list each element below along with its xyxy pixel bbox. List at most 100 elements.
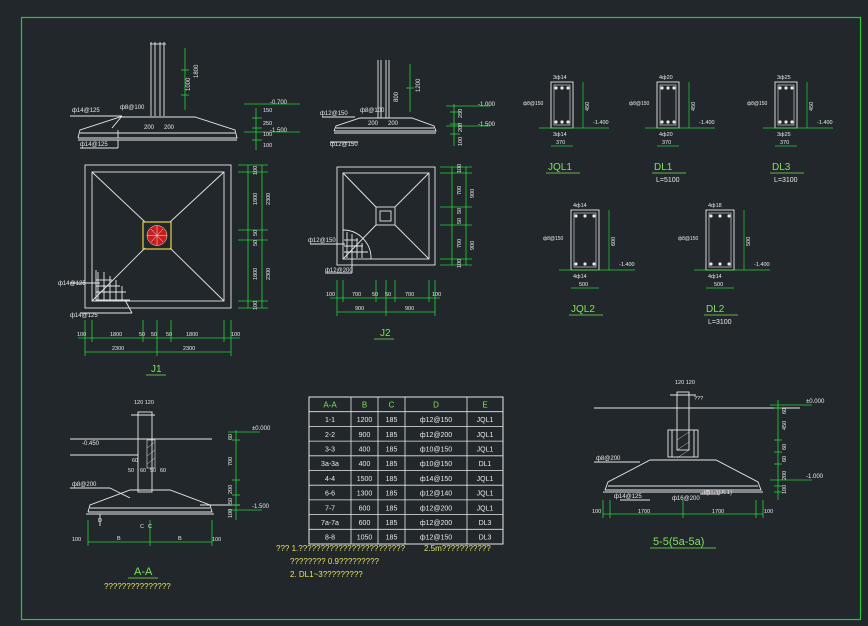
- beam-width: 370: [662, 140, 671, 146]
- j2-bdim-1: 700: [352, 292, 361, 298]
- beam-stirrups: ф8@150: [543, 236, 564, 242]
- j2-bdim-5: 100: [432, 292, 441, 298]
- beam-stirrup: [708, 212, 732, 268]
- j1-title: J1: [151, 364, 162, 375]
- beam-stirrups: ф8@150: [678, 236, 699, 242]
- table-cell: ф12@150: [420, 417, 452, 424]
- j2-rebar-bot: ф12@150: [330, 142, 358, 148]
- table-header-cell: C: [389, 400, 395, 409]
- beam-elevation: -1.400: [619, 262, 635, 268]
- j1-bdim-1: 1800: [110, 332, 122, 338]
- beam-bottom-bars: 3ф25: [777, 132, 791, 138]
- j1-col-200b: 200: [164, 125, 175, 131]
- aa-mid-dim-3: 50: [150, 468, 156, 474]
- beam-stirrup: [659, 84, 677, 126]
- j2-title: J2: [380, 328, 391, 339]
- beam-height: 500: [746, 237, 752, 246]
- beam-width: 500: [714, 282, 723, 288]
- aa-right-dim-0: 60: [228, 434, 234, 440]
- beam-bottom-bars: 4ф14: [573, 274, 587, 280]
- table-cell: 185: [386, 535, 398, 542]
- j2-bdim-2: 50: [372, 292, 378, 298]
- j1-h1800: 1800: [194, 64, 200, 78]
- s55-rdim-0: 60: [782, 408, 788, 414]
- j2-vdim-0: 100: [457, 164, 463, 173]
- j1-rebar-bot: ф14@125: [80, 142, 108, 148]
- rebar-dot: [592, 214, 596, 218]
- rebar-dot: [566, 86, 570, 90]
- s55-title: 5-5(5a-5a): [653, 536, 704, 548]
- s55-rdim-2: 60: [782, 444, 788, 450]
- table-cell: ф12@200: [420, 432, 452, 439]
- table-cell: 7-7: [325, 505, 335, 512]
- s55-rdim-1: 450: [782, 421, 788, 430]
- j1-side-dim-2: 100: [263, 132, 272, 138]
- beam-stirrups: ф8@150: [523, 101, 544, 107]
- beam-title: DL2: [706, 304, 725, 315]
- beam-stirrups: ф8@150: [629, 101, 650, 107]
- aa-elev1500: -1.500: [252, 504, 270, 510]
- beam-elevation: -1.400: [817, 120, 833, 126]
- s55-rebar-b: ф16@200: [672, 496, 700, 502]
- j1-vdim-1: 1800: [253, 193, 259, 205]
- beam-width: 500: [579, 282, 588, 288]
- aa-caption: ???????????????: [104, 582, 171, 591]
- aa-label-b1: B: [117, 536, 121, 542]
- rebar-dot: [566, 120, 570, 124]
- j1-vdim-0: 100: [253, 166, 259, 175]
- table-cell: 400: [359, 461, 371, 468]
- j2-side-dim-0: 250: [458, 109, 464, 118]
- table-cell: JQL1: [477, 417, 494, 424]
- beam-title: DL1: [654, 162, 673, 173]
- beam-top-bars: 4ф20: [659, 75, 673, 81]
- table-cell: JQL1: [477, 491, 494, 498]
- beam-width: 370: [780, 140, 789, 146]
- aa-dim-right: 100: [212, 537, 221, 543]
- aa-elev0: ±0.000: [252, 426, 271, 432]
- j2-bdim-0: 100: [326, 292, 335, 298]
- s55-elev1: -1.000: [806, 474, 824, 480]
- beam-top-bars: 4ф14: [573, 203, 587, 209]
- aa-title: A-A: [134, 566, 153, 578]
- j1-section: [70, 42, 238, 149]
- table-cell: 185: [386, 520, 398, 527]
- j1-bdim-5: 1800: [186, 332, 198, 338]
- aa-mid-dim-4: 60: [160, 468, 166, 474]
- j1-elev-bot: -1.500: [270, 128, 288, 134]
- aa-right-dim-3: 50: [228, 498, 234, 504]
- j2-vdim-4: 700: [457, 239, 463, 248]
- rebar-dot: [583, 262, 587, 266]
- aa-mid-dim-2: 60: [140, 468, 146, 474]
- aa-right-dim-1: 700: [228, 457, 234, 466]
- aa-elev450: -0.450: [82, 441, 100, 447]
- j1-column: [142, 221, 172, 250]
- j1-col-200a: 200: [144, 125, 155, 131]
- table-cell: ф14@150: [420, 476, 452, 483]
- table-header-cell: A-A: [323, 400, 337, 409]
- table-cell: 3a-3a: [321, 461, 339, 468]
- note-line-3: 2. DL1~3?????????: [290, 570, 363, 579]
- j2-side-dim-1: 200: [458, 123, 464, 132]
- table-cell: 1200: [357, 417, 373, 424]
- beam-stirrups: ф8@150: [747, 101, 768, 107]
- beam-elevation: -1.400: [754, 262, 770, 268]
- table-cell: 6-6: [325, 491, 335, 498]
- aa-mid-dim-1: 50: [128, 468, 134, 474]
- j2-vdim-7: 900: [470, 241, 476, 250]
- rebar-dot: [554, 86, 558, 90]
- table-cell: ф10@150: [420, 446, 452, 453]
- beam-elevation: -1.400: [593, 120, 609, 126]
- rebar-dot: [718, 214, 722, 218]
- j2-h1200: 1200: [416, 78, 422, 92]
- j1-bdim-0: 100: [77, 332, 86, 338]
- s55-rdim-5: 100: [782, 485, 788, 494]
- s55-dim-bot-1: 1700: [638, 509, 650, 515]
- rebar-dot: [778, 120, 782, 124]
- rebar-dot: [672, 120, 676, 124]
- j1-btot-0: 2300: [112, 346, 124, 352]
- table-cell: 185: [386, 446, 398, 453]
- aa-dim-left: 100: [72, 537, 81, 543]
